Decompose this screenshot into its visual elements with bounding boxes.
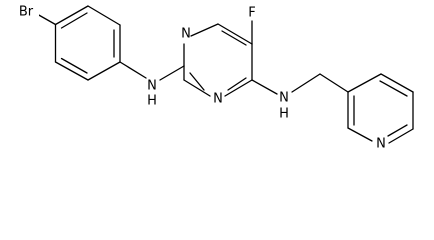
nh-ch2-bond <box>291 73 321 93</box>
left-amine-group: N H <box>147 79 157 109</box>
pyridine-n-label: N <box>376 137 386 152</box>
c-br-bond <box>36 13 57 26</box>
right-amine-n-label: N <box>279 91 289 106</box>
left-amine-h-label: H <box>147 94 157 109</box>
pyrimidine-nh-bond <box>251 79 278 95</box>
fluorine-atom-label: F <box>248 6 255 21</box>
right-amine-h-label: H <box>279 107 289 122</box>
right-amine-group: N H <box>279 91 289 122</box>
pyrimidine-n1-label: N <box>181 27 191 42</box>
ch2-pyridine-bond <box>319 73 349 93</box>
pyrimidine-ring <box>183 23 253 97</box>
pyridine-ring <box>347 73 414 144</box>
chemical-structure-diagram: Br N H N N F N H <box>18 4 414 152</box>
bromophenyl-ring <box>54 5 121 81</box>
pyrimidine-n3-label: N <box>213 92 223 107</box>
bromine-atom-label: Br <box>19 5 34 20</box>
left-amine-n-label: N <box>147 79 157 94</box>
nh-pyrimidine-bond <box>159 65 185 81</box>
aryl-nh-bond <box>119 61 147 79</box>
